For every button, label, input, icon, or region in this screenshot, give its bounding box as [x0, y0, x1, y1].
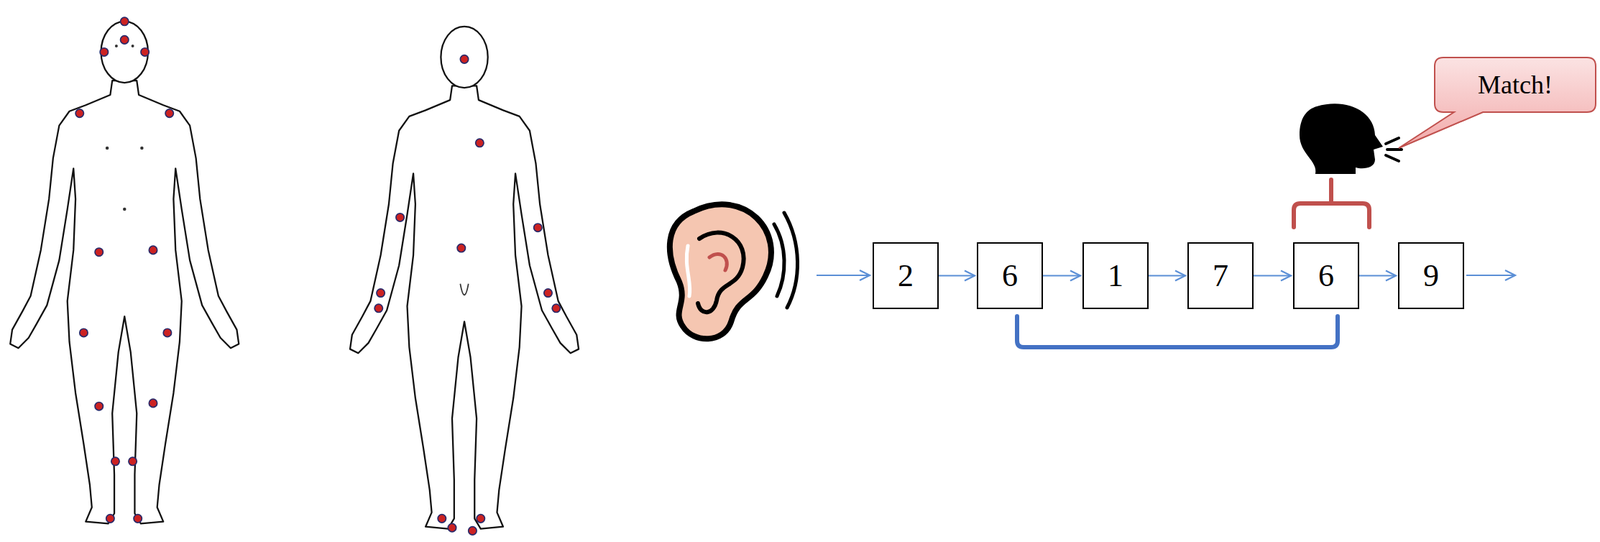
- speaker-bracket: [1293, 203, 1370, 228]
- ear-inner: [709, 253, 727, 271]
- marker-dot: [133, 514, 142, 523]
- sequence-digit: 6: [1318, 257, 1335, 294]
- callout-bubble: Match!: [1434, 57, 1596, 113]
- marker-dot: [111, 457, 120, 466]
- ear-inner: [686, 245, 691, 297]
- sequence-digit: 6: [1001, 257, 1018, 294]
- body-outline: [350, 85, 579, 529]
- marker-dot: [468, 526, 477, 535]
- speaker-icon: [1299, 103, 1402, 174]
- marker-dot: [447, 523, 456, 532]
- marker-dot: [75, 17, 174, 523]
- match-bracket: [1017, 316, 1338, 348]
- marker-dot: [148, 245, 157, 254]
- body-detail: [105, 44, 144, 211]
- marker-dot: [457, 243, 466, 252]
- marker-dot: [75, 109, 84, 118]
- body-detail: [460, 283, 468, 296]
- marker-dot: [128, 457, 137, 466]
- body-detail: [122, 207, 127, 212]
- sequence-arrow: [1253, 274, 1291, 277]
- marker-dot: [99, 48, 108, 57]
- marker-dot: [437, 514, 446, 523]
- sequence-digit: 9: [1423, 257, 1439, 294]
- ear-shape: [669, 204, 772, 339]
- marker-dot: [544, 288, 553, 297]
- speech-lines: [1385, 138, 1402, 162]
- sequence-digit: 7: [1212, 257, 1229, 294]
- marker-dot: [476, 514, 485, 523]
- marker-dot: [106, 514, 115, 523]
- marker-dot: [534, 223, 542, 232]
- marker-dot: [475, 138, 484, 147]
- body-front: [10, 17, 239, 524]
- sequence-arrow: [1148, 274, 1186, 277]
- body-outline: [10, 80, 239, 524]
- sequence-box: 9: [1398, 242, 1465, 310]
- body-detail: [115, 44, 118, 48]
- sequence-arrow: [1042, 274, 1081, 277]
- marker-dot: [148, 398, 157, 407]
- speaker-bracket: [1329, 179, 1334, 204]
- body-detail: [105, 146, 110, 151]
- marker-dot: [140, 48, 149, 57]
- ear-inner: [697, 232, 744, 313]
- marker-dot: [376, 288, 385, 297]
- head-silhouette: [1299, 103, 1383, 174]
- sequence-box: 6: [1293, 242, 1360, 310]
- body-head: [440, 26, 488, 88]
- marker-dot: [94, 401, 103, 410]
- body-detail: [131, 44, 135, 48]
- sound-wave: [774, 224, 785, 297]
- sequence-box: 7: [1187, 242, 1254, 310]
- marker-dot: [79, 328, 88, 337]
- callout-shape: [1398, 57, 1596, 149]
- marker-dot: [374, 304, 383, 312]
- marker-dot: [120, 17, 129, 26]
- lead-arrow: [816, 274, 870, 277]
- body-detail: [140, 146, 144, 151]
- callout-text: Match!: [1477, 69, 1553, 100]
- sequence-box: 6: [976, 242, 1043, 310]
- marker-dot: [552, 304, 560, 312]
- sequence-box: 1: [1082, 242, 1149, 310]
- marker-dot: [120, 35, 129, 44]
- sequence-box: 2: [872, 242, 939, 310]
- sound-wave: [784, 212, 798, 308]
- sequence-digit: 2: [897, 257, 914, 294]
- ear-icon: [669, 204, 798, 339]
- sequence-arrow: [1359, 274, 1396, 277]
- body-back: [350, 26, 579, 535]
- marker-dot: [163, 328, 172, 337]
- marker-dot: [374, 55, 560, 535]
- sequence-arrow: [938, 274, 975, 277]
- lead-arrow: [1466, 274, 1516, 277]
- marker-dot: [165, 109, 174, 118]
- sequence-digit: 1: [1107, 257, 1124, 294]
- marker-dot: [396, 213, 404, 222]
- marker-dot: [460, 55, 468, 64]
- marker-dot: [94, 247, 103, 256]
